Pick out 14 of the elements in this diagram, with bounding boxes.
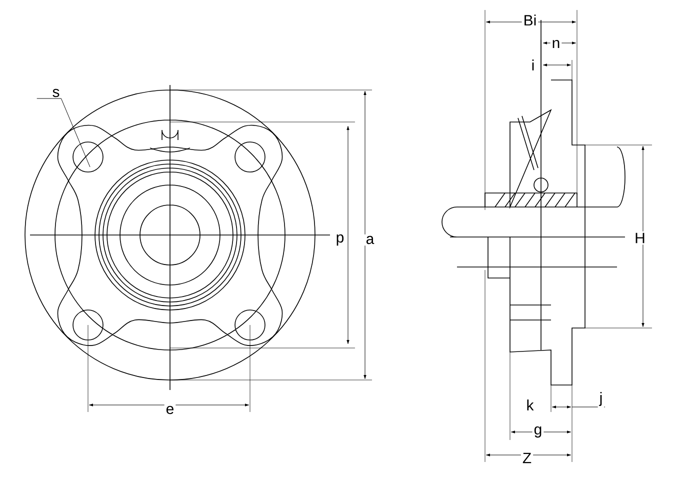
leader-line (36, 98, 90, 168)
dimension-label: n (550, 38, 562, 50)
dimension-label: i (530, 58, 536, 72)
dimension-label: Z (520, 451, 534, 465)
dimension-label: k (524, 398, 536, 412)
callout-letter: s (52, 88, 60, 98)
dimension-label: j (598, 390, 604, 408)
dimension-label: a (364, 234, 376, 246)
dimension-label: Bi (522, 13, 538, 27)
dimension-label: g (532, 424, 544, 440)
dimension-label: e (164, 404, 176, 416)
dimension-label: H (633, 231, 647, 245)
dimension-label: p (334, 232, 346, 248)
mounting-hole (72, 142, 104, 172)
